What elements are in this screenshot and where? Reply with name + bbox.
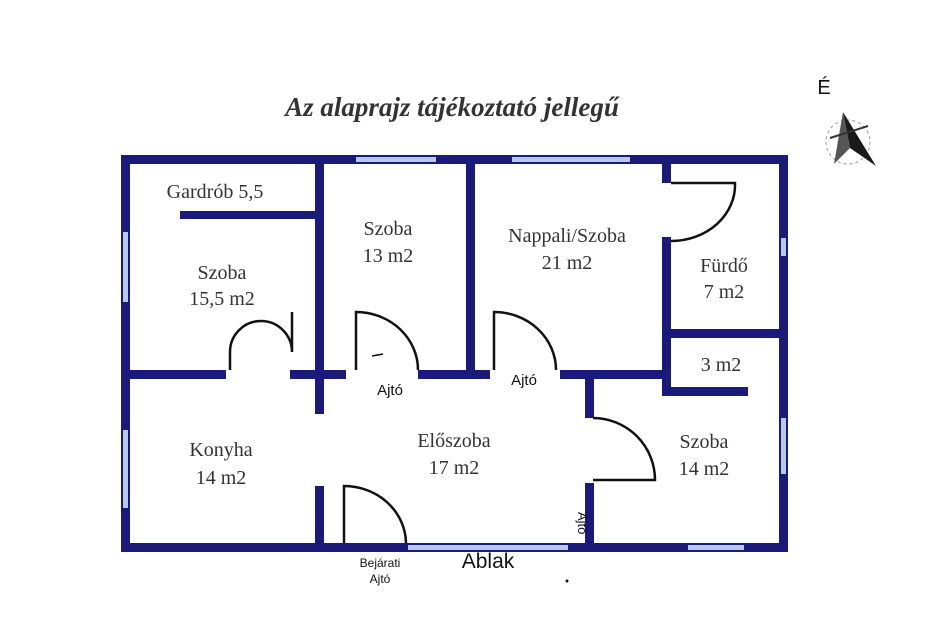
annotations: Ajtó Ajtó Ajtó Bejárati Ajtó Ablak (360, 353, 590, 586)
door-entrance (342, 484, 408, 544)
doors (228, 181, 737, 544)
door-szoba3 (592, 416, 657, 482)
door-furdo (670, 181, 737, 243)
stray-dot (565, 579, 569, 583)
entrance-label-line2: Ajtó (370, 572, 391, 586)
room-szoba1-name: Szoba (198, 262, 247, 284)
entrance-label-line1: Bejárati (360, 556, 401, 570)
compass-north-label: É (817, 76, 830, 99)
plan-title: Az alaprajz tájékoztató jellegű (283, 92, 620, 122)
windows (123, 157, 786, 550)
room-szoba3-name: Szoba (680, 431, 729, 453)
room-konyha-name: Konyha (189, 439, 252, 461)
door-szoba2 (354, 310, 420, 371)
room-labels: Gardrób 5,5 Szoba 15,5 m2 Szoba 13 m2 Na… (167, 181, 748, 489)
door-szoba1 (228, 312, 294, 370)
room-nappali-name: Nappali/Szoba (508, 225, 626, 247)
walls (121, 155, 788, 552)
door3-label: Ajtó (575, 512, 590, 534)
room-nappali-area: 21 m2 (542, 252, 593, 274)
room-eloszoba-area: 17 m2 (429, 457, 480, 479)
door-nappali (492, 310, 558, 371)
room-szoba3-area: 14 m2 (679, 458, 730, 480)
room-konyha-area: 14 m2 (196, 467, 247, 489)
door2-label: Ajtó (511, 372, 537, 389)
window-label: Ablak (462, 550, 515, 573)
compass: É (817, 76, 876, 166)
room-szoba1-area: 15,5 m2 (189, 288, 255, 310)
room-eloszoba-name: Előszoba (417, 430, 490, 452)
room-furdo-area: 7 m2 (704, 281, 745, 303)
door1-label: Ajtó (377, 382, 403, 399)
room-szoba2-name: Szoba (364, 218, 413, 240)
room-szoba2-area: 13 m2 (363, 245, 414, 267)
compass-north-arrow-icon (825, 112, 876, 166)
room-small-area: 3 m2 (701, 354, 742, 376)
room-furdo-name: Fürdő (700, 255, 748, 277)
room-gardrob-label: Gardrób 5,5 (167, 181, 264, 203)
door1-mark (371, 353, 384, 357)
